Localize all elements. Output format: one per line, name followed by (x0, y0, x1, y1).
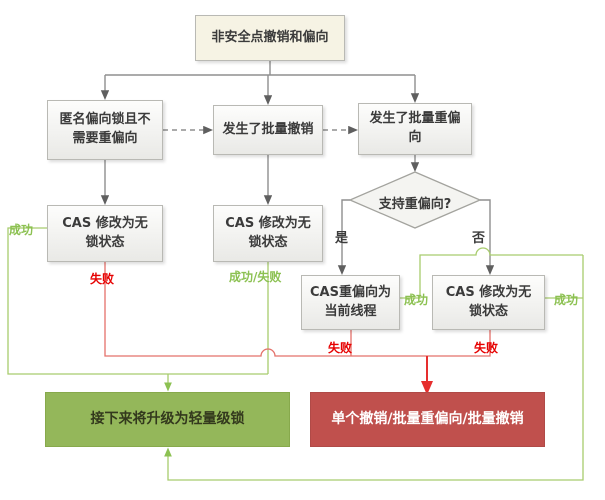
node-bulk-rebias-label: 发生了批量重偏向 (369, 111, 461, 145)
label-yes: 是 (335, 231, 349, 246)
edge-casright-fail (427, 330, 491, 357)
node-upgrade-lightweight-label: 接下来将升级为轻量级锁 (90, 411, 245, 428)
edge-casleft-success (7, 227, 268, 375)
label-success-fail-mid: 成功/失败 (229, 270, 282, 284)
label-success-right: 成功 (554, 293, 579, 307)
label-fail-right: 失败 (474, 341, 499, 355)
node-cas-rebias: CAS重偏向为当前线程 (301, 275, 400, 330)
label-success-rebias: 成功 (404, 293, 429, 307)
node-cas-right-label: CAS 修改为无锁状态 (445, 284, 532, 319)
node-cas-mid-label: CAS 修改为无锁状态 (225, 215, 311, 250)
node-cas-rebias-label: CAS重偏向为当前线程 (310, 284, 391, 319)
edge-yes-branch (337, 199, 350, 275)
edge-no-branch (480, 199, 495, 275)
node-cas-mid: CAS 修改为无锁状态 (213, 205, 323, 262)
node-revoke-result-label: 单个撤销/批量重偏向/批量撤销 (331, 411, 524, 428)
node-bulk-rebias: 发生了批量重偏向 (358, 103, 472, 155)
label-no: 否 (472, 231, 486, 246)
node-start: 非安全点撤销和偏向 (195, 15, 345, 61)
node-anon-bias-label: 匿名偏向锁且不需要重偏向 (59, 112, 151, 146)
edge-casrebias-success (400, 247, 583, 299)
node-support-rebias-label: 支持重偏向? (378, 197, 452, 212)
node-bulk-revoke-label: 发生了批量撤销 (222, 121, 314, 137)
label-fail-left: 失败 (90, 272, 115, 286)
label-fail-rebias: 失败 (328, 341, 353, 355)
node-anon-bias: 匿名偏向锁且不需要重偏向 (47, 100, 163, 160)
node-start-label: 非安全点撤销和偏向 (211, 29, 329, 45)
label-success-left: 成功 (9, 223, 34, 237)
edge-green-return-into-upgrade-bottom (164, 255, 584, 481)
node-upgrade-lightweight: 接下来将升级为轻量级锁 (45, 392, 290, 447)
node-cas-left-label: CAS 修改为无锁状态 (62, 215, 148, 250)
node-cas-left: CAS 修改为无锁状态 (47, 205, 163, 262)
decision-diamond-shape (348, 171, 482, 229)
edge-casleft-fail (104, 262, 427, 357)
node-cas-right: CAS 修改为无锁状态 (432, 275, 545, 330)
node-revoke-result: 单个撤销/批量重偏向/批量撤销 (310, 392, 545, 447)
node-bulk-revoke: 发生了批量撤销 (213, 105, 323, 155)
node-support-rebias: 支持重偏向? (355, 193, 475, 212)
